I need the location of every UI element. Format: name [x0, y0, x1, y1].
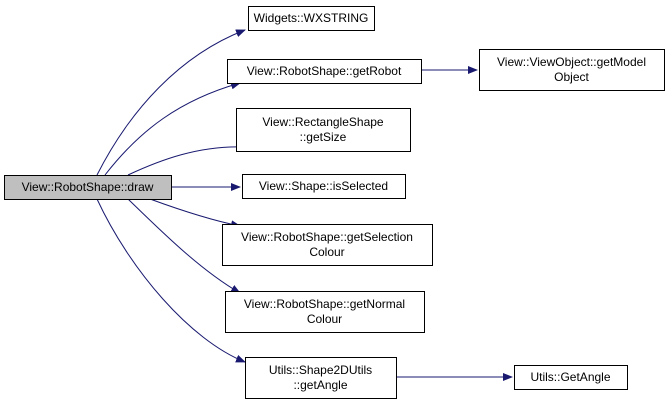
node-box [479, 49, 665, 91]
node-wxstring[interactable]: Widgets::WXSTRING [248, 6, 375, 31]
node-draw[interactable]: View::RobotShape::draw [4, 175, 172, 200]
node-label-line: View::ViewObject::getModel [497, 55, 646, 69]
node-shape2d-get-angle[interactable]: Utils::Shape2DUtils::getAngle [245, 357, 397, 399]
edges-layer [96, 29, 513, 381]
edge-arrow [127, 198, 241, 294]
nodes-layer: View::RobotShape::draw Widgets::WXSTRINGV… [4, 6, 665, 399]
edge-draw-to-shape2d_get_angle [96, 198, 246, 363]
node-label-line: View::RobotShape::draw [22, 180, 154, 194]
node-box [4, 175, 172, 200]
node-label-line: View::Shape::isSelected [259, 179, 388, 193]
node-label-line: Colour [309, 245, 344, 259]
edge-arrow [127, 142, 246, 176]
edge-draw-to-get_size [127, 142, 246, 176]
edge-arrow [149, 198, 241, 229]
node-label-line: Utils::Shape2DUtils [269, 363, 372, 377]
node-box [227, 59, 422, 84]
node-get-size[interactable]: View::RectangleShape::getSize [236, 108, 411, 152]
node-label-line: View::RobotShape::getSelection [241, 230, 413, 244]
edge-draw-to-wxstring [96, 29, 246, 176]
node-label-line: View::RectangleShape [262, 115, 384, 129]
node-label-line: View::RobotShape::getRobot [247, 64, 402, 78]
edge-arrow [96, 198, 246, 363]
edge-draw-to-get_normal_colour [127, 198, 241, 294]
edge-draw-to-get_robot [104, 81, 241, 176]
node-box [222, 224, 433, 266]
node-label-line: View::RobotShape::getNormal [244, 297, 405, 311]
node-box [236, 108, 411, 152]
node-box [225, 291, 425, 333]
node-is-selected[interactable]: View::Shape::isSelected [242, 174, 406, 199]
node-label-line: ::getSize [300, 130, 347, 144]
node-box [514, 365, 628, 390]
node-label-line: Colour [307, 312, 342, 326]
node-get-angle[interactable]: Utils::GetAngle [514, 365, 628, 390]
edge-draw-to-get_selection_colour [149, 198, 241, 229]
node-box [248, 6, 375, 31]
node-label-line: Object [554, 70, 589, 84]
edge-arrow [96, 29, 246, 176]
node-label-line: ::getAngle [293, 378, 347, 392]
edge-arrow [104, 81, 241, 176]
node-box [242, 174, 406, 199]
node-box [245, 357, 397, 399]
node-label-line: Utils::GetAngle [530, 370, 610, 384]
node-label-line: Widgets::WXSTRING [254, 11, 369, 25]
node-get-robot[interactable]: View::RobotShape::getRobot [227, 59, 422, 84]
